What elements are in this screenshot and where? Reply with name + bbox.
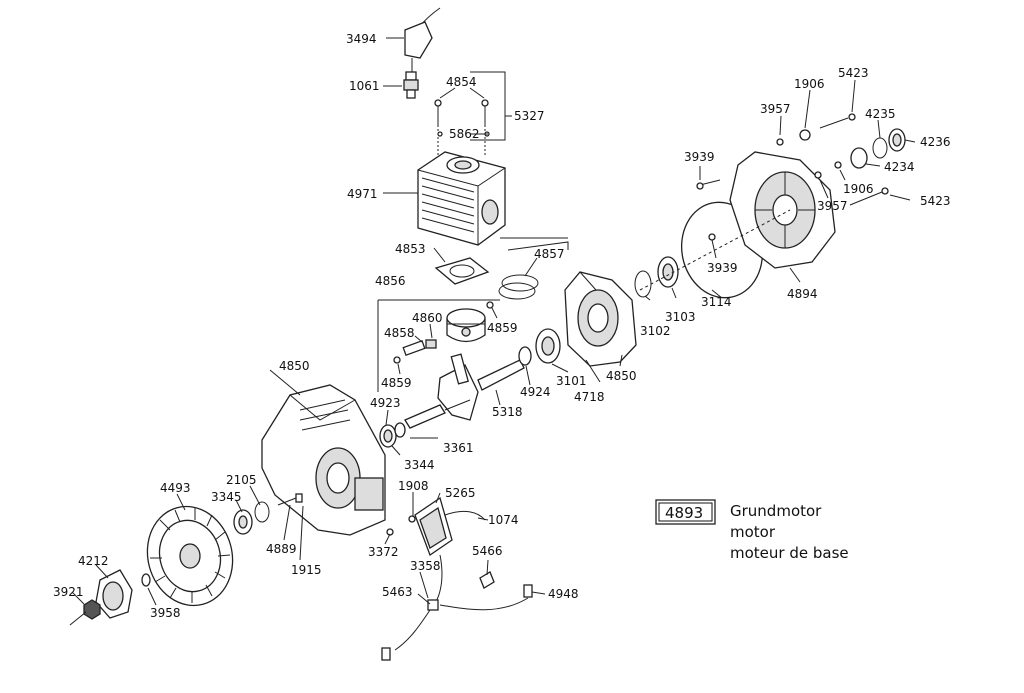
crankcase-left-drawing — [261, 384, 386, 536]
part-number-labels: 3494 1061 4854 5327 5862 4971 4853 4857 … — [53, 32, 951, 620]
label-4858: 4858 — [384, 326, 415, 340]
label-4235: 4235 — [865, 107, 896, 121]
label-4234: 4234 — [884, 160, 915, 174]
label-5265: 5265 — [445, 486, 476, 500]
label-3358: 3358 — [410, 559, 441, 573]
label-4850-right: 4850 — [606, 369, 637, 383]
label-4854: 4854 — [446, 75, 477, 89]
label-3921: 3921 — [53, 585, 84, 599]
label-3957-bottom: 3957 — [817, 199, 848, 213]
label-1061: 1061 — [349, 79, 380, 93]
label-4971: 4971 — [347, 187, 378, 201]
label-4856: 4856 — [375, 274, 406, 288]
label-3114: 3114 — [701, 295, 732, 309]
piston-group-bracket — [377, 299, 500, 392]
piston-rings-drawing — [498, 274, 539, 300]
flange-housing-4894-drawing — [639, 151, 836, 291]
label-5423-bottom: 5423 — [920, 194, 951, 208]
label-4889: 4889 — [266, 542, 297, 556]
leader-lines — [71, 37, 916, 606]
label-4853: 4853 — [395, 242, 426, 256]
label-4859-upper: 4859 — [487, 321, 518, 335]
label-1915: 1915 — [291, 563, 322, 577]
cylinder-drawing — [417, 151, 506, 246]
crank-bearing-left-drawing — [379, 422, 406, 448]
label-4212: 4212 — [78, 554, 109, 568]
label-4859-lower: 4859 — [381, 376, 412, 390]
washer-3958-drawing — [141, 573, 151, 587]
ignition-module-drawing — [386, 496, 486, 557]
upper-right-hardware-drawing — [696, 113, 906, 206]
label-1906-top: 1906 — [794, 77, 825, 91]
bearing-3101-drawing — [535, 328, 561, 364]
label-3939-bottom: 3939 — [707, 261, 738, 275]
label-5327: 5327 — [514, 109, 545, 123]
label-5466: 5466 — [472, 544, 503, 558]
label-4948: 4948 — [548, 587, 579, 601]
rings-bracket — [507, 241, 569, 251]
key-4889-drawing — [277, 493, 303, 506]
legend-code-box — [655, 499, 716, 525]
label-4850-left: 4850 — [279, 359, 310, 373]
label-4857: 4857 — [534, 247, 565, 261]
piston-drawing — [446, 308, 486, 343]
label-5862: 5862 — [449, 127, 480, 141]
label-4923: 4923 — [370, 396, 401, 410]
label-1908: 1908 — [398, 479, 429, 493]
legend-line-1: Grundmotor — [730, 502, 822, 520]
label-5423-top: 5423 — [838, 66, 869, 80]
starter-cup-drawing — [95, 569, 133, 619]
label-1906-bottom: 1906 — [843, 182, 874, 196]
label-3344: 3344 — [404, 458, 435, 472]
label-4236: 4236 — [920, 135, 951, 149]
label-3372: 3372 — [368, 545, 399, 559]
crankcase-right-drawing — [564, 271, 637, 367]
cylinder-gasket-drawing — [434, 257, 490, 285]
legend-code-inner-box — [658, 502, 713, 522]
label-4924: 4924 — [520, 385, 551, 399]
label-3957-top: 3957 — [760, 102, 791, 116]
label-2105: 2105 — [226, 473, 257, 487]
label-3102: 3102 — [640, 324, 671, 338]
nut-3921-drawing — [69, 599, 101, 626]
seal-4924-drawing — [518, 346, 532, 366]
label-3958: 3958 — [150, 606, 181, 620]
label-3361: 3361 — [443, 441, 474, 455]
legend-line-2: motor — [730, 523, 776, 541]
label-3345: 3345 — [211, 490, 242, 504]
label-1074: 1074 — [488, 513, 519, 527]
legend-block: 4893 Grundmotor motor moteur de base — [655, 499, 849, 562]
label-5463: 5463 — [382, 585, 413, 599]
label-4718: 4718 — [574, 390, 605, 404]
label-3939-top: 3939 — [684, 150, 715, 164]
label-3103: 3103 — [665, 310, 696, 324]
piston-pin-drawing — [393, 301, 494, 364]
label-3494: 3494 — [346, 32, 377, 46]
label-4894: 4894 — [787, 287, 818, 301]
seal-3103-drawing — [657, 256, 679, 288]
label-4860: 4860 — [412, 311, 443, 325]
seal-3345-drawing — [233, 509, 253, 535]
crankshaft-drawing — [404, 353, 525, 429]
ignition-wires-drawing — [381, 554, 533, 661]
label-4493: 4493 — [160, 481, 191, 495]
flywheel-drawing — [146, 505, 234, 607]
circlip-2105-drawing — [254, 501, 270, 523]
spark-plug-drawing — [403, 71, 419, 99]
spark-plug-cap-drawing — [404, 7, 441, 72]
circlip-3102-drawing — [634, 270, 652, 298]
label-5318: 5318 — [492, 405, 523, 419]
legend-code: 4893 — [665, 504, 703, 522]
label-3101: 3101 — [556, 374, 587, 388]
legend-line-3: moteur de base — [730, 544, 849, 562]
